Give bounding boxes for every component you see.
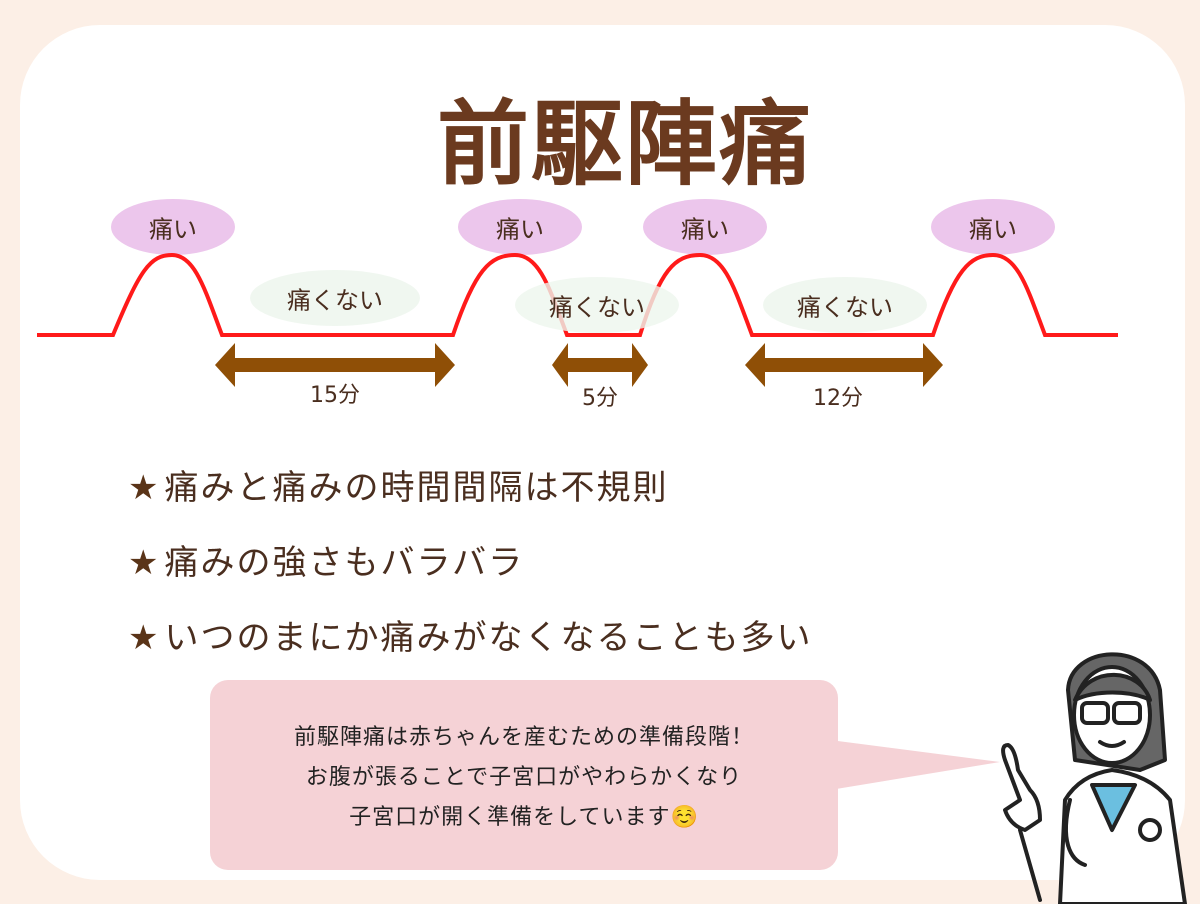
page-title: 前駆陣痛 (436, 91, 813, 198)
contraction-line (37, 252, 1118, 337)
star-icon: ★ (128, 618, 161, 658)
star-icon: ★ (128, 543, 161, 583)
no-pain-bubble (763, 277, 927, 333)
bullet-text: 痛みの強さもバラバラ (164, 543, 525, 583)
interval-label: 5分 (582, 386, 618, 411)
pain-bubble (111, 199, 235, 255)
pain-label: 痛い (969, 215, 1017, 244)
interval-arrow (215, 343, 455, 387)
pain-label: 痛い (496, 215, 544, 244)
pain-bubble (458, 199, 582, 255)
no-pain-label: 痛くない (549, 293, 645, 322)
no-pain-bubble (515, 277, 679, 333)
interval-label: 15分 (310, 383, 360, 408)
no-pain-bubble (250, 270, 420, 326)
bullet-item: ★痛みの強さもバラバラ (128, 535, 524, 584)
interval-arrows (215, 343, 943, 387)
speech-line: お腹が張ることで子宮口がやわらかくなり (305, 765, 743, 790)
bullet-text: 痛みと痛みの時間間隔は不規則 (164, 468, 669, 508)
interval-arrow (745, 343, 943, 387)
no-pain-label: 痛くない (797, 293, 893, 322)
speech-line: 子宮口が開く準備をしています☺️ (349, 805, 699, 830)
no-pain-label: 痛くない (287, 286, 383, 315)
pain-label: 痛い (149, 215, 197, 244)
star-icon: ★ (128, 468, 161, 508)
pain-label: 痛い (681, 215, 729, 244)
bullet-item: ★痛みと痛みの時間間隔は不規則 (128, 460, 668, 509)
speech-bubble: 前駆陣痛は赤ちゃんを産むための準備段階！ お腹が張ることで子宮口がやわらかくなり… (210, 680, 838, 870)
interval-arrow (552, 343, 648, 387)
interval-label: 12分 (813, 386, 863, 411)
pain-bubble (931, 199, 1055, 255)
pain-bubble (643, 199, 767, 255)
bullet-item: ★いつのまにか痛みがなくなることも多い (128, 610, 812, 659)
speech-line: 前駆陣痛は赤ちゃんを産むための準備段階！ (293, 725, 754, 750)
bullet-text: いつのまにか痛みがなくなることも多い (164, 618, 813, 658)
